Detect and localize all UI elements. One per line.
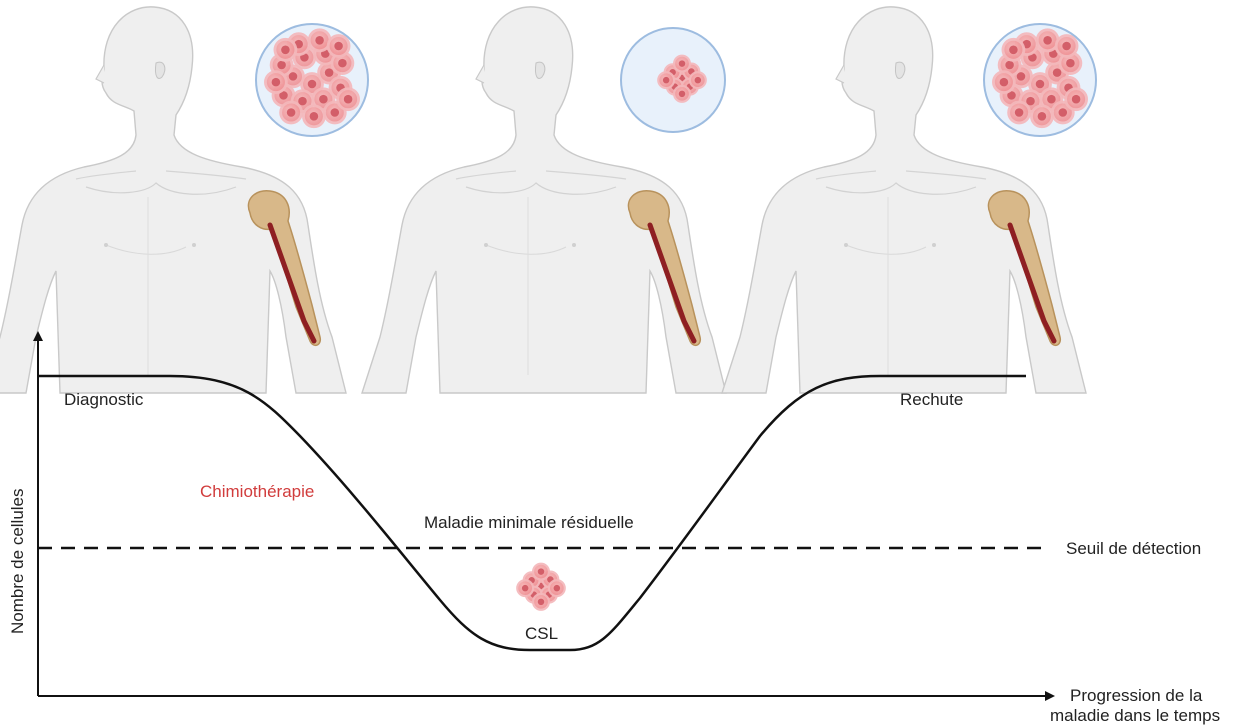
label-chemotherapy: Chimiothérapie bbox=[200, 482, 314, 501]
figure-relapse bbox=[722, 7, 1096, 393]
x-axis-label-line2: maladie dans le temps bbox=[1050, 706, 1220, 725]
stem-cell-cluster bbox=[517, 564, 565, 610]
label-diagnostic: Diagnostic bbox=[64, 390, 144, 409]
figure-residual bbox=[362, 7, 726, 393]
label-detection-threshold: Seuil de détection bbox=[1066, 539, 1201, 558]
label-minimal-residual-disease: Maladie minimale résiduelle bbox=[424, 513, 634, 532]
x-axis-label-line1: Progression de la bbox=[1070, 686, 1203, 705]
y-axis-label: Nombre de cellules bbox=[8, 488, 27, 634]
label-lsc: CSL bbox=[525, 624, 558, 643]
tumor-cluster-large bbox=[993, 30, 1086, 127]
label-relapse: Rechute bbox=[900, 390, 963, 409]
figure-diagnostic bbox=[0, 7, 368, 393]
tumor-cluster-large bbox=[265, 30, 358, 127]
